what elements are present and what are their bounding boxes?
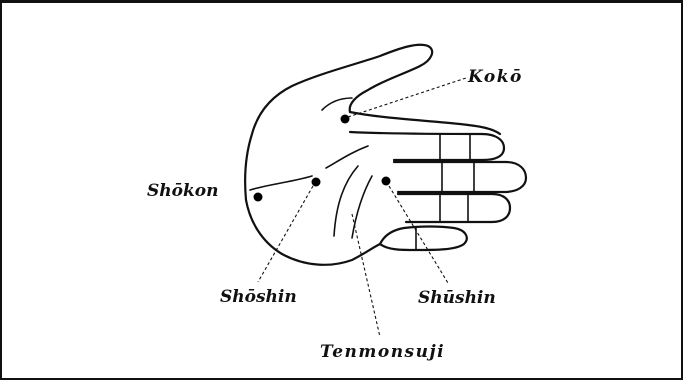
koko-leader: [348, 78, 466, 117]
middle-finger: [394, 162, 526, 192]
heart-line-crease: [352, 176, 372, 238]
shoshin-leader: [258, 186, 313, 282]
little-finger: [380, 227, 467, 251]
thumb-inner-line: [322, 98, 352, 110]
labels: Kokō Shōkon Shōshin Shūshin Tenmonsuji: [147, 67, 523, 362]
life-line-crease: [326, 146, 368, 168]
koko-point: [341, 115, 350, 124]
thumb-outline: [245, 45, 432, 200]
heel-crease: [250, 176, 312, 190]
label-shushin: Shūshin: [418, 288, 496, 308]
palm-top-edge: [350, 112, 500, 134]
tenmonsuji-leader: [352, 214, 380, 337]
label-shokon: Shōkon: [147, 181, 218, 201]
palm-creases: [250, 146, 372, 238]
pressure-points: [254, 115, 391, 202]
label-koko: Kokō: [467, 67, 523, 87]
shoshin-point: [312, 178, 321, 187]
label-tenmonsuji: Tenmonsuji: [320, 342, 445, 362]
ring-finger: [398, 194, 510, 222]
fingers: [350, 132, 526, 250]
shushin-point: [382, 177, 391, 186]
index-finger: [350, 132, 504, 160]
label-shoshin: Shōshin: [220, 287, 297, 307]
shushin-leader: [389, 186, 448, 283]
palm-bottom-edge: [246, 200, 380, 265]
shokon-point: [254, 193, 263, 202]
